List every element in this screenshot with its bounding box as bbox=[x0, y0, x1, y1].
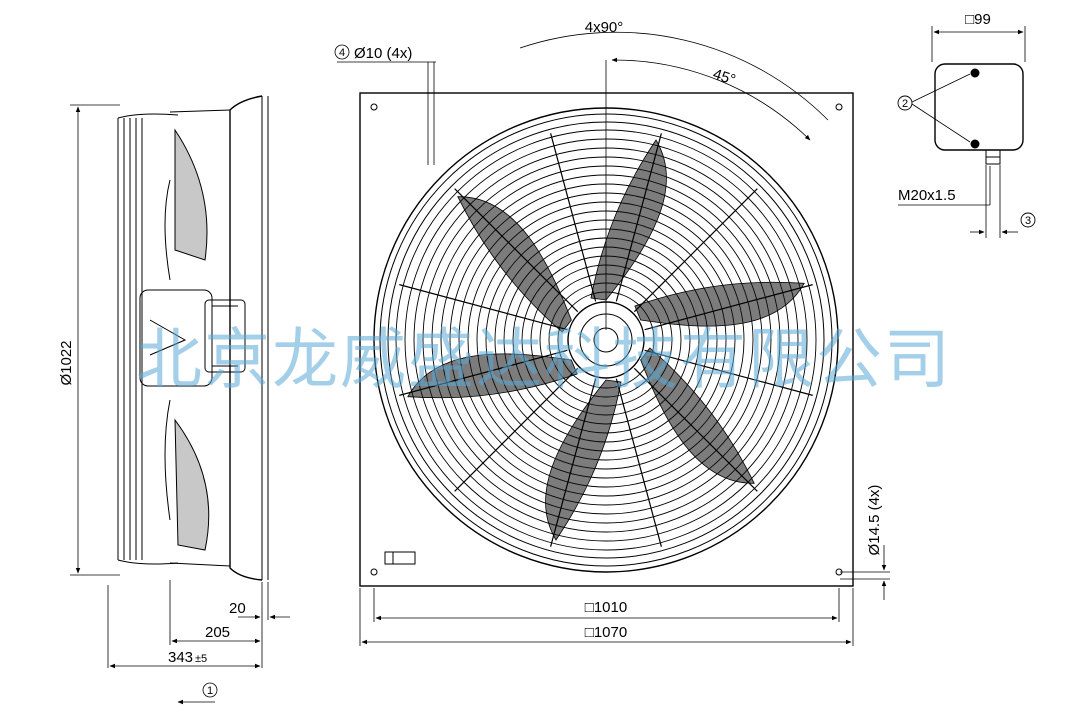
mount-holes-label: Ø10 (4x) bbox=[354, 45, 412, 62]
rotation-label: 4x90° bbox=[585, 19, 624, 36]
front-dimensions bbox=[334, 31, 890, 646]
hole-side-label: Ø14.5 (4x) bbox=[866, 485, 883, 556]
callout-1: 1 bbox=[207, 685, 213, 697]
guard-ribs bbox=[117, 113, 179, 565]
side-dimensions bbox=[70, 104, 290, 705]
callout-4: 4 bbox=[339, 47, 345, 59]
company-watermark: 北京龙威盛达科技有限公司 bbox=[136, 321, 952, 398]
side-view bbox=[117, 95, 269, 581]
square-1010-label: □1010 bbox=[585, 599, 627, 616]
mounting-plate bbox=[359, 92, 854, 587]
diameter-label: Ø1022 bbox=[58, 340, 75, 385]
terminal-box bbox=[897, 26, 1036, 238]
callout-2: 2 bbox=[902, 98, 908, 110]
depth-343-tolerance: ±5 bbox=[195, 653, 207, 665]
front-view bbox=[359, 92, 854, 587]
fan-blades bbox=[407, 139, 805, 541]
box-99-label: □99 bbox=[965, 11, 991, 28]
angle-45-label: 45° bbox=[711, 66, 738, 89]
callout-3: 3 bbox=[1025, 215, 1031, 227]
guard-spokes bbox=[399, 133, 813, 547]
gland-label: M20x1.5 bbox=[898, 187, 956, 204]
square-1070-label: □1070 bbox=[585, 624, 627, 641]
depth-205-label: 205 bbox=[205, 624, 230, 641]
depth-343-label: 343 bbox=[168, 649, 193, 666]
gap-20-label: 20 bbox=[229, 600, 246, 617]
